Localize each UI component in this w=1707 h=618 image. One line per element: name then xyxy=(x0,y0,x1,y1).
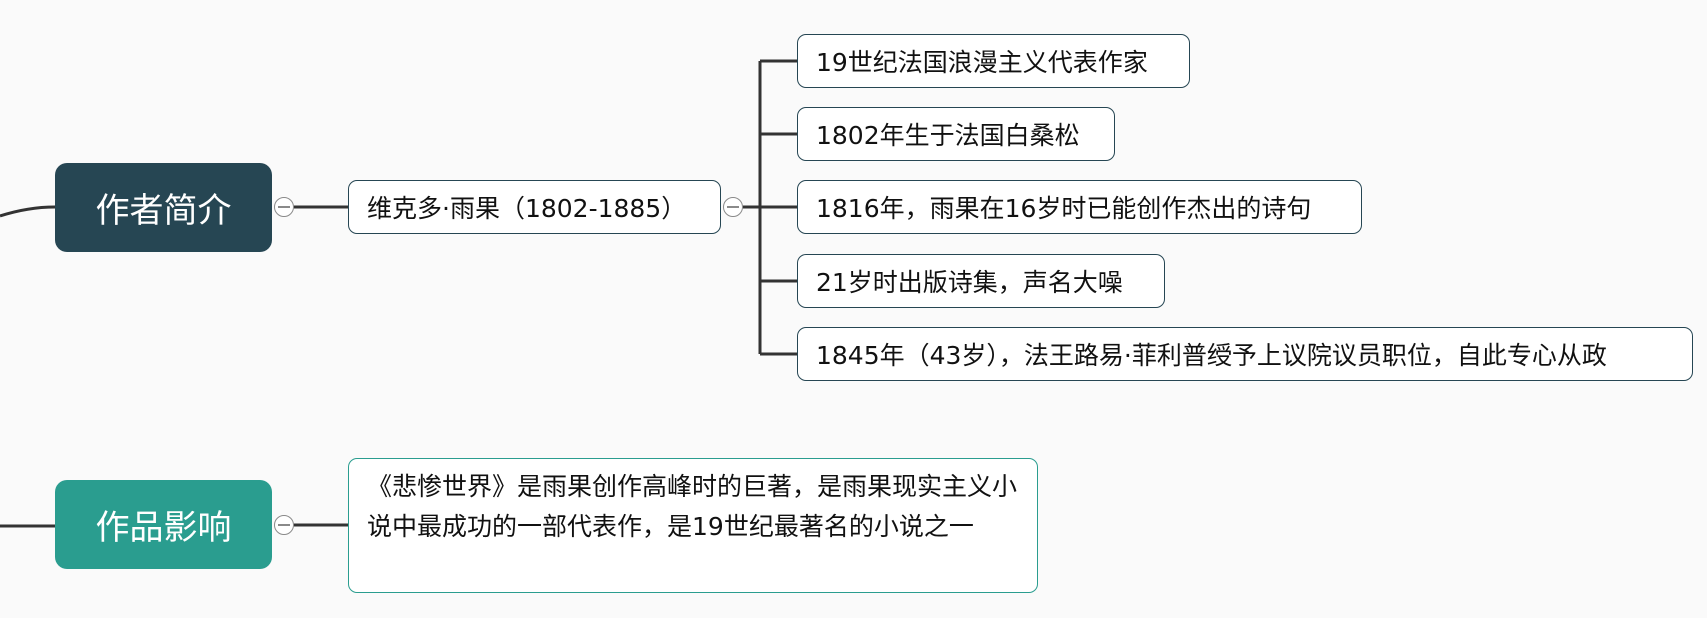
fact-node-4[interactable]: 21岁时出版诗集，声名大噪 xyxy=(797,254,1165,308)
fact-node-label: 1816年，雨果在16岁时已能创作杰出的诗句 xyxy=(816,194,1312,223)
fact-node-5[interactable]: 1845年（43岁），法王路易·菲利普绶予上议院议员职位，自此专心从政 xyxy=(797,327,1693,381)
fact-node-2[interactable]: 1802年生于法国白桑松 xyxy=(797,107,1115,161)
fact-node-1[interactable]: 19世纪法国浪漫主义代表作家 xyxy=(797,34,1190,88)
root-connector-author xyxy=(0,205,56,218)
fact-node-label: 21岁时出版诗集，声名大噪 xyxy=(816,268,1123,297)
topic-work-impact-label: 作品影响 xyxy=(95,508,232,548)
topic-author-intro[interactable]: 作者简介 xyxy=(55,163,272,252)
fact-node-3[interactable]: 1816年，雨果在16岁时已能创作杰出的诗句 xyxy=(797,180,1362,234)
topic-author-intro-label: 作者简介 xyxy=(95,191,232,231)
subtopic-les-miserables[interactable]: 《悲惨世界》是雨果创作高峰时的巨著，是雨果现实主义小说中最成功的一部代表作，是1… xyxy=(348,458,1038,593)
subtopic-victor-hugo[interactable]: 维克多·雨果（1802-1885） xyxy=(348,180,721,234)
subtopic-victor-hugo-label: 维克多·雨果（1802-1885） xyxy=(367,194,687,223)
collapse-toggle-icon[interactable] xyxy=(274,197,294,217)
topic-work-impact[interactable]: 作品影响 xyxy=(55,480,272,569)
subtopic-les-miserables-text: 《悲惨世界》是雨果创作高峰时的巨著，是雨果现实主义小说中最成功的一部代表作，是1… xyxy=(367,472,1018,541)
collapse-toggle-icon[interactable] xyxy=(723,197,743,217)
fact-node-label: 1845年（43岁），法王路易·菲利普绶予上议院议员职位，自此专心从政 xyxy=(816,341,1607,370)
fact-node-label: 19世纪法国浪漫主义代表作家 xyxy=(816,48,1148,77)
collapse-toggle-icon[interactable] xyxy=(274,515,294,535)
fact-node-label: 1802年生于法国白桑松 xyxy=(816,121,1080,150)
